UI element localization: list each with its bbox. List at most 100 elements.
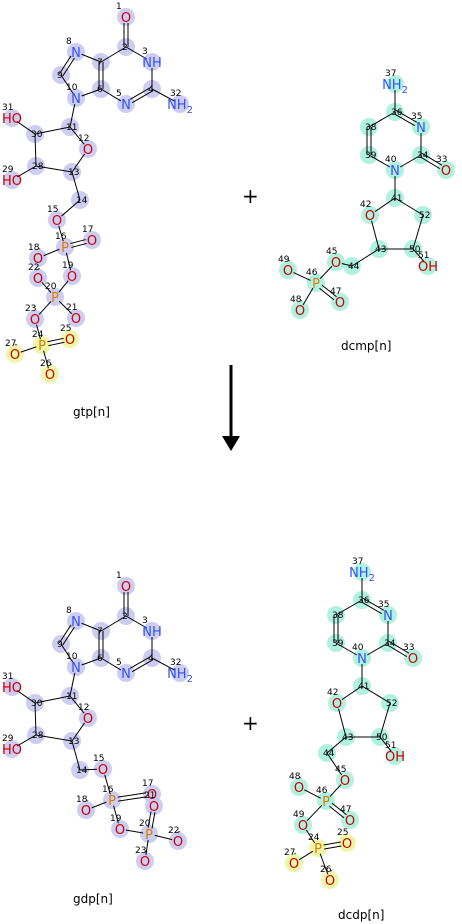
gtp-atom-symbol-3: NH [142, 56, 162, 71]
dcdp-atom-label-37: NH2 [349, 566, 375, 584]
gtp-atom-symbol-25: O [65, 333, 75, 348]
dcmp-bond-46-47 [319, 287, 335, 301]
gdp-bond-2-3 [125, 615, 148, 629]
gdp-carbon-index-28: 28 [32, 731, 44, 741]
gdp-atom-label-18: O [81, 804, 91, 819]
gtp-atom-symbol-5: N [121, 98, 131, 113]
gtp-bond-2-3 [125, 46, 148, 60]
dcdp-bond-24-27 [298, 850, 314, 861]
dcdp-atom-index-47: 47 [340, 805, 351, 815]
dcdp-carbon-index-34: 34 [384, 639, 396, 649]
dcdp-atom-index-25: 25 [337, 828, 348, 838]
gdp-atom-symbol-32: NH [167, 667, 187, 682]
plus-sign-top: + [242, 184, 259, 208]
dcmp-bond-46-48 [302, 287, 314, 306]
gdp-bond-14-15 [79, 768, 98, 771]
gdp-bond-4-5-second [131, 659, 154, 673]
dcdp-atom-index-45: 45 [335, 765, 346, 775]
gdp-atom-label-23: O [140, 855, 150, 870]
gtp-bond-16-17 [71, 242, 87, 248]
gtp-atom-label-8: N [71, 46, 81, 61]
gdp-bond-10-6 [81, 657, 102, 666]
dcdp-bond-24-26 [319, 853, 329, 875]
gtp-atom-charge-27: - [14, 340, 17, 350]
gdp-atom-index-5: 5 [116, 658, 122, 668]
gdp-atom-label-29: HO [2, 743, 22, 758]
dcmp-bond-34-40 [399, 154, 422, 168]
gtp-atom-index-15: 15 [47, 205, 58, 215]
dcmp-carbon-index-50: 50 [409, 245, 421, 255]
dcdp-bond-34-33-second [388, 640, 410, 654]
gdp-bond-8-9-second [62, 626, 75, 646]
gtp-bond-4-5 [129, 86, 152, 100]
gtp-bond-10-6 [81, 88, 102, 97]
dcdp-atom-index-24: 24 [308, 833, 320, 843]
dcmp-atom-index-48: 48 [290, 295, 302, 305]
gdp-atom-index-12: 12 [78, 703, 89, 713]
gdp-carbon-index-9: 9 [57, 640, 63, 650]
dcmp-carbon-index-44: 44 [348, 262, 360, 272]
dcdp-atom-label-40: N [357, 652, 367, 667]
gdp-bond-10-11 [69, 672, 76, 697]
dcdp-atom-symbol-46: P [322, 795, 330, 810]
gdp-carbon-index-7: 7 [97, 627, 103, 637]
gtp-atom-label-5: N [121, 98, 131, 113]
gdp-atom-index-19: 19 [110, 814, 122, 824]
gtp-atom-charge-22: - [37, 264, 40, 274]
gdp-bond-20-21 [151, 812, 156, 829]
dcdp-atom-symbol-25: O [342, 837, 352, 852]
gtp-atom-label-32: NH2 [167, 98, 193, 116]
gdp-atom-symbol-1: O [121, 580, 131, 595]
dcdp-bond-36-35 [360, 601, 383, 615]
gtp-bond-24-25 [48, 341, 65, 347]
gdp-bond-4-32 [151, 657, 175, 671]
gdp-bond-28-29 [16, 734, 37, 747]
molecule-name-dcdp: dcdp[n] [338, 908, 384, 922]
gtp-bond-16-19 [65, 252, 72, 271]
gdp-atom-symbol-31: HO [2, 681, 22, 696]
dcdp-atom-symbol-24: P [314, 842, 322, 857]
dcmp-atom-label-45: O [331, 256, 341, 271]
gtp-atom-index-3: 3 [142, 47, 148, 57]
dcdp-bond-44-45 [326, 752, 343, 776]
dcdp-atom-index-26: 26 [320, 865, 332, 875]
dcmp-carbon-index-36: 36 [391, 108, 403, 118]
gdp-atom-symbol-21: O [149, 800, 159, 815]
gdp-carbon-index-4: 4 [148, 654, 154, 664]
dcdp-atom-highlight-37 [353, 563, 371, 581]
gtp-atom-symbol-32: NH [167, 98, 187, 113]
gdp-atom-highlight-31 [3, 678, 21, 696]
gtp-bond-13-28 [35, 165, 73, 173]
gtp-atom-symbol-29: HO [2, 174, 22, 189]
gdp-bond-16-18 [91, 801, 107, 809]
dcmp-atom-highlight-47 [331, 293, 349, 311]
gdp-atom-index-22: 22 [168, 826, 179, 836]
gtp-atom-index-27: 27 [5, 339, 16, 349]
gdp-atom-symbol-23: O [140, 855, 150, 870]
dcmp-bond-43-44 [351, 248, 380, 267]
dcmp-atom-charge-49: - [287, 256, 290, 266]
dcmp-bond-34-33-second [421, 152, 443, 166]
dcmp-atom-symbol-42: O [365, 209, 375, 224]
dcdp-bond-46-47 [329, 805, 345, 819]
dcdp-atom-index-46: 46 [316, 786, 328, 796]
gdp-atom-label-31: HO [2, 681, 22, 696]
gtp-atom-label-29: HO [2, 174, 22, 189]
molecule-name-gdp: gdp[n] [73, 892, 113, 906]
gtp-atom-label-31: HO [2, 112, 22, 127]
gdp-atom-highlight-29 [3, 740, 21, 758]
gdp-atom-label-22: O [173, 835, 183, 850]
dcdp-bond-43-44 [326, 736, 347, 754]
gtp-atom-index-5: 5 [116, 89, 122, 99]
dcdp-bond-24-25 [324, 845, 342, 850]
dcmp-bond-42-43 [371, 220, 380, 250]
gdp-carbon-index-11: 11 [66, 692, 77, 702]
dcmp-atom-label-48: O [295, 304, 305, 319]
gdp-atom-highlight-15 [94, 760, 112, 778]
gtp-carbon-index-7: 7 [97, 58, 103, 68]
dcmp-atom-subscript-37: 2 [402, 85, 408, 96]
gtp-atom-index-22: 22 [28, 263, 39, 273]
dcdp-atom-symbol-48: O [294, 781, 304, 796]
gtp-atom-highlight-16 [56, 238, 74, 256]
